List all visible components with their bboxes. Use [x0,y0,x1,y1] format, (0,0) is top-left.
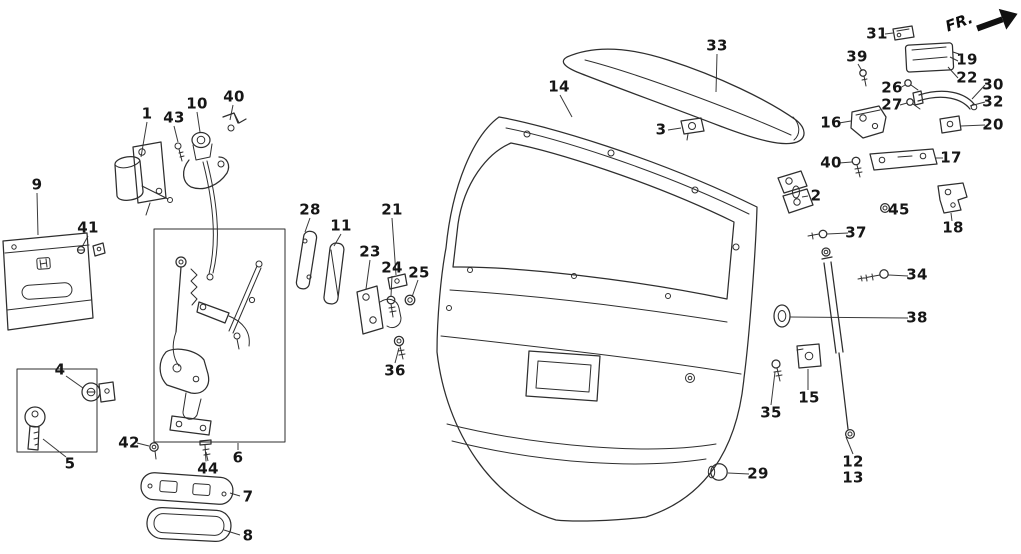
gas-strut [821,247,856,440]
bolt-34 [857,269,889,282]
part-label-15: 15 [798,388,820,407]
part-label-12: 12 [842,452,864,471]
key-set [16,368,116,453]
roof-spoiler [562,48,805,145]
part-label-24: 24 [381,258,403,277]
bolt-35 [771,359,783,382]
tailgate-garnish [2,232,106,331]
part-label-37: 37 [845,223,867,242]
leader-lines [36,32,986,536]
part-label-44: 44 [197,459,219,478]
part-label-34: 34 [906,265,928,284]
tailgate-panel [436,116,758,522]
part-label-8: 8 [242,526,254,545]
part-label-38: 38 [906,308,928,327]
part-label-26: 26 [881,78,903,97]
tailgate-hinge [777,170,828,240]
part-label-13: 13 [842,468,864,487]
key-cylinder-assembly [183,112,247,281]
latch-assembly-box [149,228,286,462]
part-label-18: 18 [942,218,964,237]
part-label-39: 39 [846,47,868,66]
part-label-4: 4 [54,360,66,379]
part-label-11: 11 [330,216,352,235]
license-garnish-seal [146,506,232,543]
part-label-21: 21 [381,200,403,219]
part-label-27: 27 [881,95,903,114]
part-label-45: 45 [888,200,910,219]
part-label-36: 36 [384,361,406,380]
part-label-22: 22 [956,68,978,87]
part-label-30: 30 [982,75,1004,94]
grommet-38 [773,304,791,328]
part-label-9: 9 [31,175,43,194]
part-label-40: 40 [223,87,245,106]
part-label-19: 19 [956,50,978,69]
hinge-small-parts [356,273,416,360]
part-label-23: 23 [359,242,381,261]
spoiler-clip [680,117,705,141]
stay-bracket-15 [796,343,822,369]
part-label-41: 41 [77,218,99,237]
part-label-10: 10 [186,94,208,113]
part-label-33: 33 [706,36,728,55]
part-label-2: 2 [810,186,822,205]
part-label-20: 20 [982,115,1004,134]
part-label-17: 17 [940,148,962,167]
part-label-5: 5 [64,454,76,473]
part-label-16: 16 [820,113,842,132]
part-label-40: 40 [820,153,842,172]
right-small-parts [850,25,978,214]
part-label-31: 31 [866,24,888,43]
part-label-3: 3 [655,120,667,139]
part-label-43: 43 [163,108,185,127]
part-label-25: 25 [408,263,430,282]
part-label-42: 42 [118,433,140,452]
part-label-7: 7 [242,487,254,506]
part-label-14: 14 [548,77,570,96]
part-label-35: 35 [760,403,782,422]
drain-plug-29 [707,463,728,481]
part-label-29: 29 [747,464,769,483]
part-label-32: 32 [982,92,1004,111]
part-label-6: 6 [232,448,244,467]
side-moldings [295,230,345,305]
part-label-1: 1 [141,104,153,123]
fr-arrow-icon [976,8,1018,32]
license-garnish [140,472,234,505]
lock-actuator-assembly [114,141,185,216]
part-label-28: 28 [299,200,321,219]
